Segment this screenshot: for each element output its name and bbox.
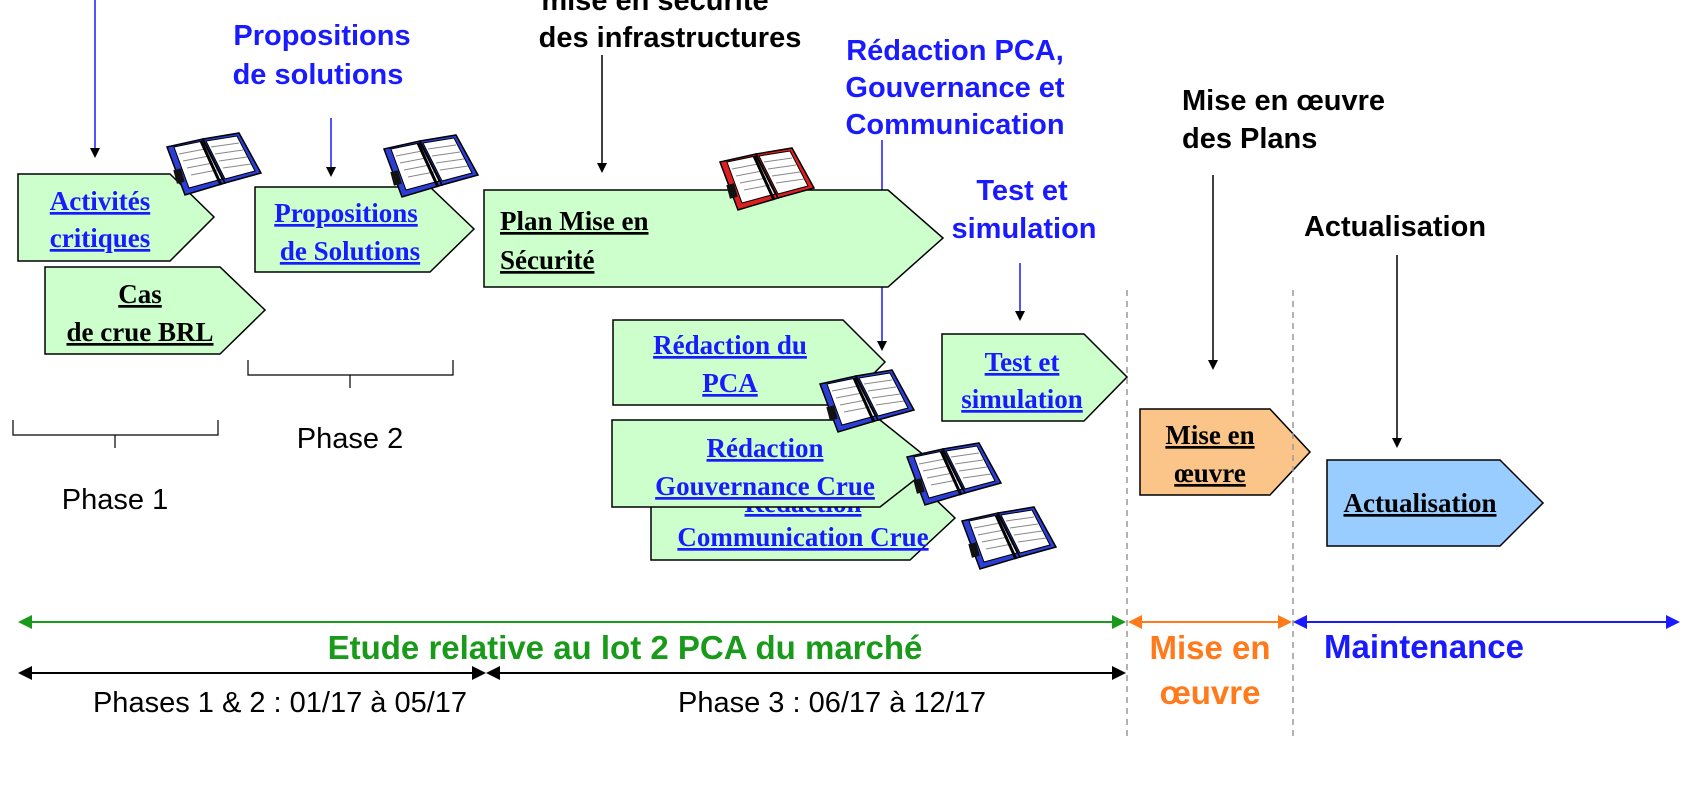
header-line: mise en sécurité <box>541 0 768 17</box>
header-redaction: Rédaction PCA, Gouvernance et Communicat… <box>845 35 1065 141</box>
box-label: Cas <box>118 279 162 309</box>
box-label: de crue BRL <box>67 317 214 347</box>
header-line: des Plans <box>1182 123 1317 155</box>
binder-icon <box>165 131 263 197</box>
box-label: œuvre <box>1174 458 1246 488</box>
box-label: Rédaction du <box>653 330 807 360</box>
box-label: Propositions <box>274 198 418 228</box>
box-cas-de-crue: Cas de crue BRL <box>44 266 267 355</box>
svg-text:mise en sécurité: mise en sécurité <box>541 0 768 17</box>
brace-phase-2 <box>247 360 454 388</box>
svg-text:des infrastructures: des infrastructures <box>539 22 802 54</box>
timeline-etude-arrow <box>18 615 1126 629</box>
box-label: Communication Crue <box>677 522 928 552</box>
header-line: Test et <box>976 175 1068 207</box>
box-plan-mise-en-securite: Plan Mise en Sécurité <box>483 189 945 288</box>
header-mise-en-oeuvre-plans: Mise en œuvre des Plans <box>1182 85 1385 155</box>
timeline-phases12-arrow <box>18 666 486 680</box>
header-line: simulation <box>951 213 1096 245</box>
header-mise-en-securite: mise en sécurité des infrastructures <box>539 0 802 54</box>
box-propositions: Propositions de Solutions <box>254 186 476 273</box>
box-mise-en-oeuvre: Mise en œuvre <box>1139 408 1312 496</box>
header-propositions: Propositions de solutions <box>233 20 411 91</box>
binder-icon <box>382 133 480 199</box>
timeline-maintenance-arrow <box>1293 615 1680 629</box>
header-actualisation: Actualisation <box>1304 211 1486 243</box>
timeline-phase3-label: Phase 3 : 06/17 à 12/17 <box>678 687 986 719</box>
header-line: Mise en œuvre <box>1182 85 1385 117</box>
timeline-phase3-arrow <box>486 666 1126 680</box>
box-activites-critiques: Activités critiques <box>17 173 216 262</box>
phase-2-label: Phase 2 <box>297 423 403 455</box>
box-test-simulation: Test et simulation <box>941 333 1129 422</box>
timeline-mise-en-oeuvre-label: Mise en <box>1149 629 1270 666</box>
header-line: de solutions <box>233 59 404 91</box>
timeline-maintenance-label: Maintenance <box>1324 628 1524 665</box>
header-line: Communication <box>845 109 1064 141</box>
box-label: simulation <box>961 384 1083 414</box>
phase-1-label: Phase 1 <box>62 484 168 516</box>
box-label: Test et <box>985 347 1060 377</box>
box-label: Gouvernance Crue <box>655 471 875 501</box>
brace-phase-1 <box>12 420 219 448</box>
header-line: des infrastructures <box>539 22 802 54</box>
timeline-etude-label: Etude relative au lot 2 PCA du marché <box>328 629 923 666</box>
header-line: Gouvernance et <box>845 72 1065 104</box>
box-label: PCA <box>702 368 758 398</box>
box-label: Mise en <box>1165 420 1254 450</box>
box-label: Activités <box>50 186 150 216</box>
timeline-phases12-label: Phases 1 & 2 : 01/17 à 05/17 <box>93 687 467 719</box>
box-label: Rédaction <box>707 433 824 463</box>
box-label: Sécurité <box>500 245 594 275</box>
box-label: de Solutions <box>280 236 420 266</box>
box-actualisation: Actualisation <box>1326 459 1545 547</box>
header-line: Propositions <box>233 20 410 52</box>
timeline-mise-en-oeuvre-arrow <box>1128 615 1292 629</box>
box-label: critiques <box>50 223 151 253</box>
down-arrows <box>90 0 1402 448</box>
header-line: Rédaction PCA, <box>846 35 1064 67</box>
box-redaction-pca: Rédaction du PCA <box>612 319 887 406</box>
binder-icon <box>960 505 1058 571</box>
header-test-simulation: Test et simulation <box>951 175 1096 245</box>
box-label: Plan Mise en <box>500 206 649 236</box>
box-gouvernance-crue: Rédaction Gouvernance Crue <box>611 419 937 508</box>
box-label: Actualisation <box>1343 488 1496 518</box>
timeline-mise-en-oeuvre-label: œuvre <box>1160 674 1261 711</box>
